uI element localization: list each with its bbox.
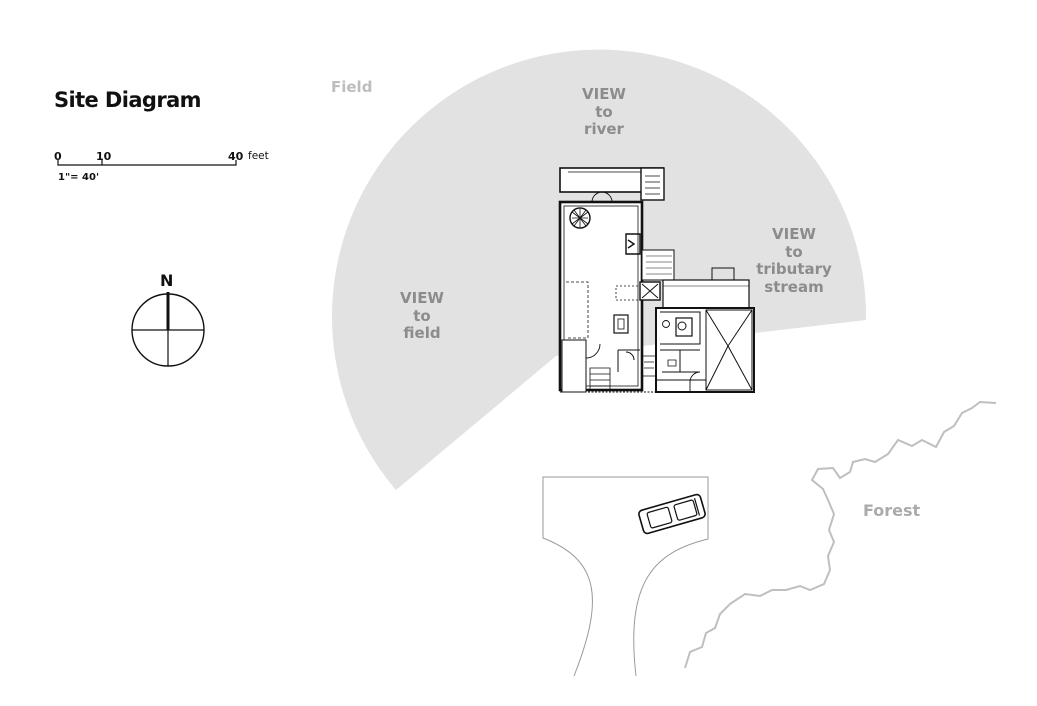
- car-icon: [638, 493, 706, 535]
- view-to-field-label: VIEW to field: [400, 289, 444, 342]
- page-title: Site Diagram: [54, 88, 202, 112]
- field-label: Field: [331, 78, 373, 96]
- view-to-river-label: VIEW to river: [582, 85, 626, 138]
- compass-icon: [131, 292, 205, 367]
- scale-unit: feet: [248, 150, 269, 162]
- scale-tick-label: 0: [54, 150, 62, 163]
- north-label: N: [160, 271, 174, 290]
- scale-ratio: 1"= 40': [58, 172, 100, 183]
- forest-label: Forest: [863, 501, 921, 520]
- house-floor-plan: [558, 167, 755, 393]
- view-to-stream-label: VIEW to tributary stream: [756, 225, 832, 296]
- forest-edge-line: [684, 400, 997, 669]
- driveway: [542, 476, 709, 677]
- scale-tick-label: 40: [228, 150, 244, 163]
- scale-tick-label: 10: [96, 150, 112, 163]
- scale-bar: [57, 160, 237, 166]
